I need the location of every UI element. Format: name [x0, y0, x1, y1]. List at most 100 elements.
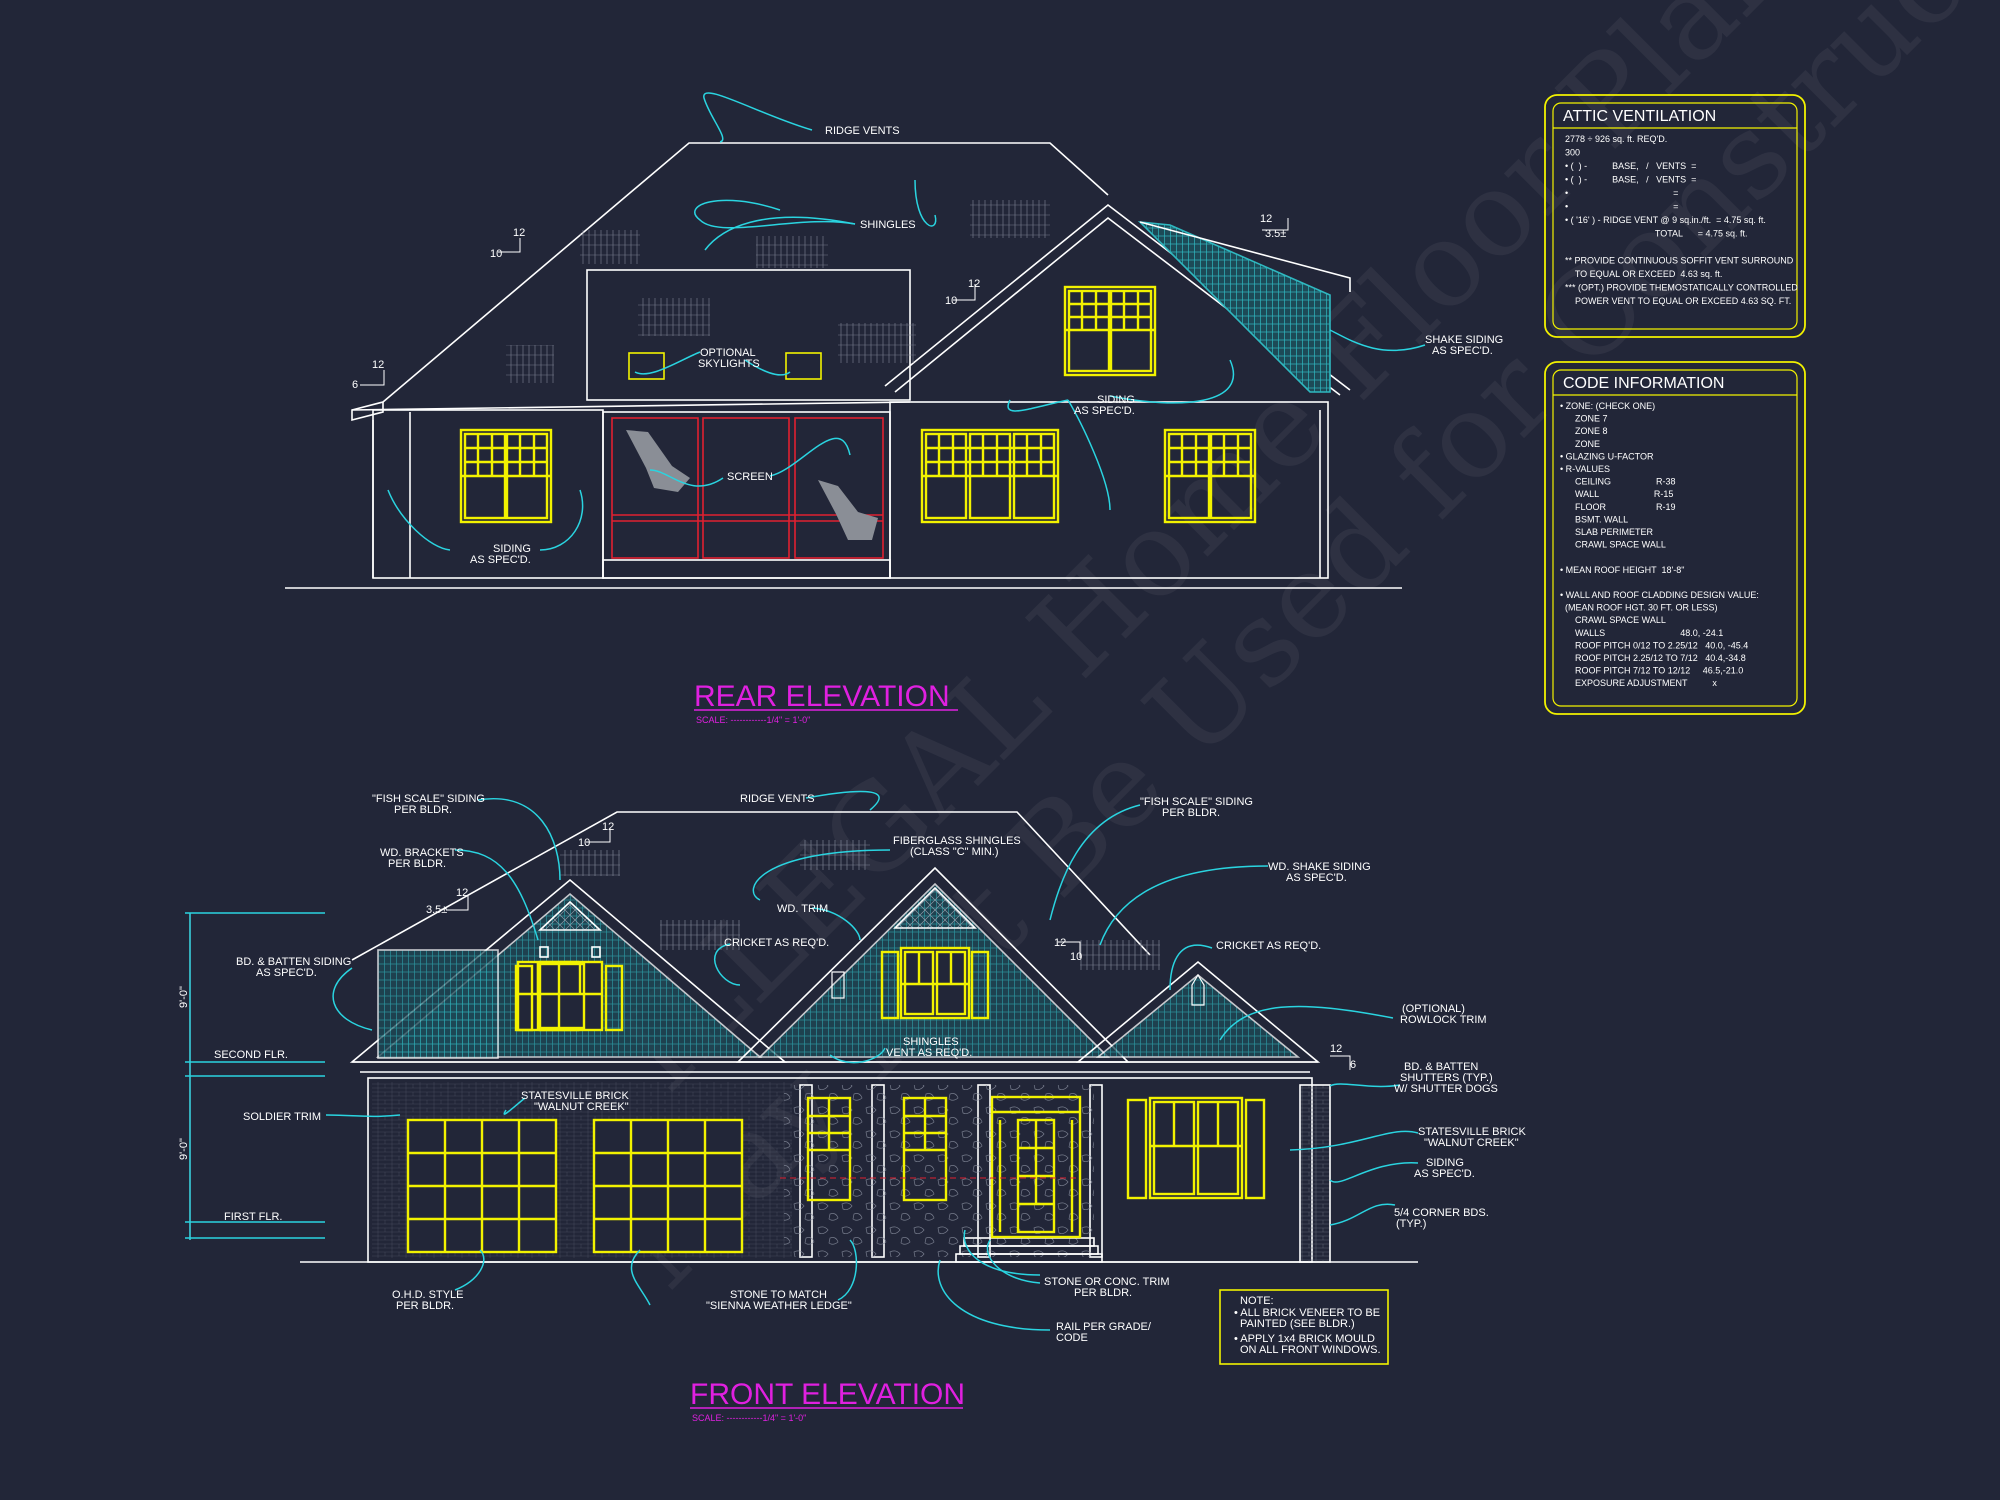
front-label-statesville-left-2: "WALNUT CREEK": [534, 1101, 629, 1113]
box-text-line: • GLAZING U-FACTOR: [1560, 451, 1654, 461]
shingle-hatch: [580, 230, 640, 264]
box-text-line: • MEAN ROOF HEIGHT 18'-8": [1560, 565, 1684, 575]
rear-label-shake-2: AS SPEC'D.: [1432, 345, 1493, 357]
box-text-line: • R-VALUES: [1560, 464, 1610, 474]
front-label-rail-1: RAIL PER GRADE/: [1056, 1321, 1152, 1333]
box-text-line: TOTAL = 4.75 sq. ft.: [1565, 229, 1747, 239]
rear-porch-base: [602, 559, 891, 579]
front-label-statesville-left-1: STATESVILLE BRICK: [521, 1090, 629, 1102]
rear-right-roof: [1139, 221, 1351, 292]
rear-wall-left: [372, 409, 604, 579]
shingle-hatch: [838, 323, 916, 363]
front-label-rail-2: CODE: [1056, 1332, 1088, 1344]
rear-elevation-scale: SCALE: ------------1/4" = 1'-0": [696, 715, 810, 725]
note-title: NOTE:: [1240, 1295, 1274, 1307]
box-text-line: SLAB PERIMETER: [1560, 527, 1654, 537]
box-text-line: ROOF PITCH 7/12 TO 12/12 46.5,-21.0: [1560, 666, 1743, 676]
rear-label-skylights-2: SKYLIGHTS: [698, 358, 760, 370]
rear-label-screen: SCREEN: [727, 471, 773, 483]
box-text-line: ZONE 7: [1560, 414, 1608, 424]
rear-label-siding-left-1: SIDING: [493, 543, 531, 555]
box-text-line: BSMT. WALL: [1560, 514, 1628, 524]
rear-window-triple: [920, 428, 1060, 524]
front-label-stone-trim-2: PER BLDR.: [1074, 1287, 1132, 1299]
bd-batten-left: [377, 949, 499, 1059]
front-label-brackets-1: WD. BRACKETS: [380, 847, 464, 859]
front-label-fish-left-1: "FISH SCALE" SIDING: [372, 793, 485, 805]
screen-shading-left: [626, 430, 690, 492]
pitch-rise: 10: [945, 295, 957, 307]
attic-title: ATTIC VENTILATION: [1563, 108, 1716, 125]
pitch-run: 12: [456, 887, 468, 899]
rear-eave-left: [351, 400, 384, 422]
front-label-statesville-right-2: "WALNUT CREEK": [1424, 1137, 1519, 1149]
front-label-fish-left-2: PER BLDR.: [394, 804, 452, 816]
front-label-fiberglass-1: FIBERGLASS SHINGLES: [893, 835, 1021, 847]
pitch-rise: 6: [1350, 1059, 1356, 1071]
front-elevation-title: FRONT ELEVATION: [690, 1378, 965, 1411]
front-label-ohd-2: PER BLDR.: [396, 1300, 454, 1312]
garage-door-left: [406, 1118, 558, 1254]
box-text-line: (MEAN ROOF HGT. 30 FT. OR LESS): [1560, 603, 1718, 613]
rear-windows: [459, 285, 1257, 524]
rear-label-siding-mid-1: SIDING: [1097, 394, 1135, 406]
box-text-line: CEILING R-38: [1560, 477, 1676, 487]
front-label-fish-right-2: PER BLDR.: [1162, 807, 1220, 819]
front-label-shutters-3: W/ SHUTTER DOGS: [1394, 1083, 1498, 1095]
shingle-hatch: [756, 236, 828, 268]
front-note-box: NOTE: • ALL BRICK VENEER TO BE PAINTED (…: [1219, 1289, 1389, 1365]
front-label-shingles-vent-1: SHINGLES: [903, 1036, 959, 1048]
front-window-porch-left: [806, 1096, 852, 1202]
dim-upper: 9'-0": [178, 986, 190, 1008]
screen-panel: [611, 417, 699, 559]
box-text-line: • ( ) - BASE, / VENTS =: [1565, 175, 1696, 185]
front-label-shingles-vent-2: VENT AS REQ'D.: [886, 1047, 972, 1059]
front-leader-lines: [325, 790, 1419, 1331]
box-text-line: • ZONE: (CHECK ONE): [1560, 401, 1655, 411]
box-text-line: CRAWL SPACE WALL: [1560, 540, 1666, 550]
front-window-center-gable: [880, 946, 990, 1020]
front-label-corner-2: (TYP.): [1396, 1218, 1426, 1230]
rear-label-ridge-vents: RIDGE VENTS: [825, 125, 900, 137]
rear-label-siding-left-2: AS SPEC'D.: [470, 554, 531, 566]
box-text-line: WALL R-15: [1560, 489, 1673, 499]
attic-ventilation-box: ATTIC VENTILATION 2778 ÷ 926 sq. ft. REQ…: [1544, 94, 1806, 338]
rear-label-skylights-1: OPTIONAL: [700, 347, 756, 359]
box-text-line: EXPOSURE ADJUSTMENT x: [1560, 678, 1717, 688]
pitch-run: 12: [1260, 213, 1272, 225]
box-text-line: POWER VENT TO EQUAL OR EXCEED 4.63 SQ. F…: [1565, 296, 1791, 306]
rear-label-shingles: SHINGLES: [860, 219, 916, 231]
note-line-1: • ALL BRICK VENEER TO BE: [1234, 1307, 1380, 1319]
front-label-shake-1: WD. SHAKE SIDING: [1268, 861, 1371, 873]
front-right-corner: [1299, 1084, 1331, 1263]
rear-label-siding-mid-2: AS SPEC'D.: [1074, 405, 1135, 417]
box-text-line: ** PROVIDE CONTINUOUS SOFFIT VENT SURROU…: [1565, 256, 1794, 266]
pitch-rise: 3.5±: [426, 904, 447, 916]
front-label-fish-right-1: "FISH SCALE" SIDING: [1140, 796, 1253, 808]
front-label-rowlock-2: ROWLOCK TRIM: [1400, 1014, 1487, 1026]
code-lines: • ZONE: (CHECK ONE) ZONE 7 ZONE 8 ZONE• …: [1560, 401, 1759, 688]
screen-panel: [794, 417, 884, 559]
box-text-line: • ( '16' ) - RIDGE VENT @ 9 sq.in./ft. =…: [1565, 215, 1766, 225]
stone-veneer: [784, 1085, 1094, 1257]
rear-label-shake-1: SHAKE SIDING: [1425, 334, 1503, 346]
front-label-shake-2: AS SPEC'D.: [1286, 872, 1347, 884]
front-label-first-flr: FIRST FLR.: [224, 1211, 282, 1223]
box-text-line: ZONE 8: [1560, 426, 1608, 436]
front-label-fiberglass-2: (CLASS "C" MIN.): [910, 846, 998, 858]
box-text-line: • WALL AND ROOF CLADDING DESIGN VALUE:: [1560, 590, 1759, 600]
garage-door-right: [592, 1118, 744, 1254]
front-label-cricket-left: CRICKET AS REQ'D.: [724, 937, 829, 949]
front-label-wd-trim: WD. TRIM: [777, 903, 828, 915]
box-text-line: CRAWL SPACE WALL: [1560, 615, 1666, 625]
pitch-rise: 10: [1070, 951, 1082, 963]
front-label-ridge-vents: RIDGE VENTS: [740, 793, 815, 805]
front-label-statesville-right-1: STATESVILLE BRICK: [1418, 1126, 1526, 1138]
code-title: CODE INFORMATION: [1563, 375, 1724, 392]
front-label-brackets-2: PER BLDR.: [388, 858, 446, 870]
rear-elevation-drawing: [285, 142, 1402, 589]
front-label-stone-2: "SIENNA WEATHER LEDGE": [706, 1300, 852, 1312]
skylight-left: [628, 352, 665, 380]
fish-scale-center: [893, 886, 977, 929]
